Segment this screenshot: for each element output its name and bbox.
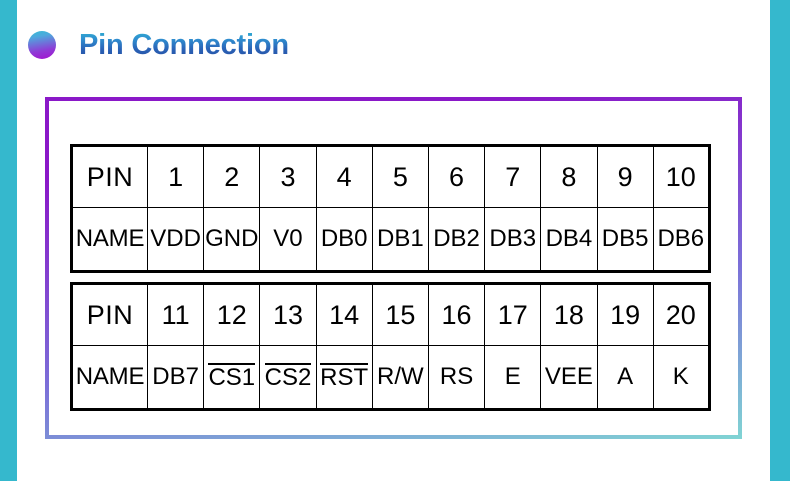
name-cell: A xyxy=(596,345,654,410)
table-row: PIN 11 12 13 14 15 16 17 18 19 20 xyxy=(71,283,710,346)
pin-cell: 15 xyxy=(371,283,429,346)
name-cell: E xyxy=(484,345,542,410)
pin-cell: 8 xyxy=(540,145,598,208)
name-cell: R/W xyxy=(371,345,429,410)
pin-cell: 5 xyxy=(371,145,429,208)
pin-cell: 19 xyxy=(596,283,654,346)
pin-cell: 17 xyxy=(484,283,542,346)
pin-cell: 2 xyxy=(203,145,261,208)
name-cell: K xyxy=(652,345,710,410)
pin-cell: 13 xyxy=(259,283,317,346)
overline-signal: RST xyxy=(320,362,369,391)
name-cell: DB0 xyxy=(315,207,373,272)
slide-title-row: Pin Connection xyxy=(28,24,289,66)
bullet-circle-icon xyxy=(28,31,56,59)
pin-cell: 18 xyxy=(540,283,598,346)
pin-cell: 10 xyxy=(652,145,710,208)
name-cell: DB6 xyxy=(652,207,710,272)
table-row: PIN 1 2 3 4 5 6 7 8 9 10 xyxy=(71,145,710,208)
table-row: NAME VDD GND V0 DB0 DB1 DB2 DB3 DB4 DB5 … xyxy=(71,207,710,272)
name-cell: CS2 xyxy=(259,345,317,410)
name-cell: VDD xyxy=(146,207,205,272)
pin-table-2: PIN 11 12 13 14 15 16 17 18 19 20 NAME D… xyxy=(70,282,711,411)
name-cell: DB7 xyxy=(146,345,205,410)
name-cell: DB4 xyxy=(540,207,598,272)
name-cell: DB2 xyxy=(427,207,486,272)
row-label-pin: PIN xyxy=(71,283,148,346)
pin-cell: 1 xyxy=(146,145,205,208)
pin-cell: 11 xyxy=(146,283,205,346)
accent-bar-right xyxy=(770,0,790,481)
row-label-name: NAME xyxy=(71,207,148,272)
pin-cell: 6 xyxy=(427,145,486,208)
pin-cell: 12 xyxy=(203,283,261,346)
pin-cell: 4 xyxy=(315,145,373,208)
name-cell: RST xyxy=(315,345,373,410)
name-cell: DB3 xyxy=(484,207,542,272)
pin-cell: 14 xyxy=(315,283,373,346)
row-label-name: NAME xyxy=(71,345,148,410)
pin-cell: 20 xyxy=(652,283,710,346)
table-row: NAME DB7 CS1 CS2 RST R/W RS E VEE A K xyxy=(71,345,710,410)
overline-signal: CS1 xyxy=(208,362,256,391)
name-cell: GND xyxy=(203,207,261,272)
pin-cell: 9 xyxy=(596,145,654,208)
page-title: Pin Connection xyxy=(79,28,289,61)
name-cell: VEE xyxy=(540,345,598,410)
pin-cell: 3 xyxy=(259,145,317,208)
pin-cell: 7 xyxy=(484,145,542,208)
name-cell: CS1 xyxy=(203,345,261,410)
row-label-pin: PIN xyxy=(71,145,148,208)
name-cell: DB1 xyxy=(371,207,429,272)
name-cell: DB5 xyxy=(596,207,654,272)
name-cell: RS xyxy=(427,345,486,410)
pin-cell: 16 xyxy=(427,283,486,346)
overline-signal: CS2 xyxy=(264,362,312,391)
pin-table-1: PIN 1 2 3 4 5 6 7 8 9 10 NAME VDD GND V0… xyxy=(70,144,711,273)
accent-bar-left xyxy=(0,0,17,481)
name-cell: V0 xyxy=(259,207,317,272)
